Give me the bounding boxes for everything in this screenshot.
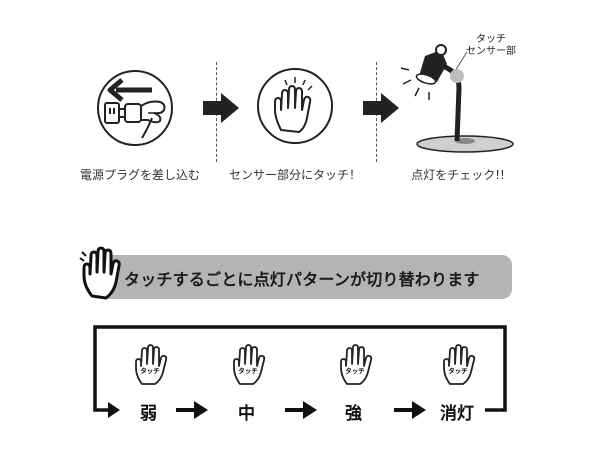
plug-icon <box>97 70 173 146</box>
arrow-right-icon <box>285 401 317 419</box>
arrow-right-icon <box>363 93 399 123</box>
hand-touch-icon: タッチ <box>135 344 168 385</box>
touch-hand-2: タッチ <box>228 342 268 390</box>
level-medium: 中 <box>238 404 255 424</box>
touch-hand-3: タッチ <box>335 342 375 390</box>
touch-hand-1: タッチ <box>130 342 170 390</box>
level-weak: 弱 <box>140 404 157 424</box>
hand-icon <box>79 246 121 300</box>
touch-hand-4: タッチ <box>438 342 478 390</box>
banner-text: タッチするごとに点灯パターンが切り替わります <box>124 270 480 289</box>
arrow-right-icon <box>176 401 208 419</box>
arrow-right-icon <box>203 93 239 123</box>
hand-touch-icon <box>257 68 333 144</box>
hand-touch-icon: タッチ <box>443 344 476 385</box>
touch-tag: タッチ <box>345 366 365 375</box>
callout-line-2: センサー部 <box>466 46 516 57</box>
step-3-label: 点灯をチェック!! <box>411 168 505 182</box>
hand-touch-icon: タッチ <box>233 344 266 385</box>
step-2-label: センサー部分にタッチ！ <box>228 168 361 182</box>
callout-line-1: タッチ <box>476 34 506 45</box>
arrow-right-icon <box>394 401 426 419</box>
touch-tag: タッチ <box>140 366 160 375</box>
hand-touch-icon: タッチ <box>340 344 373 385</box>
desk-lamp-icon <box>400 44 514 153</box>
sensor-callout: タッチ センサー部 <box>466 34 516 58</box>
level-off: 消灯 <box>440 404 474 424</box>
level-strong: 強 <box>345 404 362 424</box>
banner-bar <box>108 255 512 299</box>
touch-tag: タッチ <box>238 366 258 375</box>
step-1-label: 電源プラグを差し込む <box>79 168 200 182</box>
touch-tag: タッチ <box>448 366 468 375</box>
